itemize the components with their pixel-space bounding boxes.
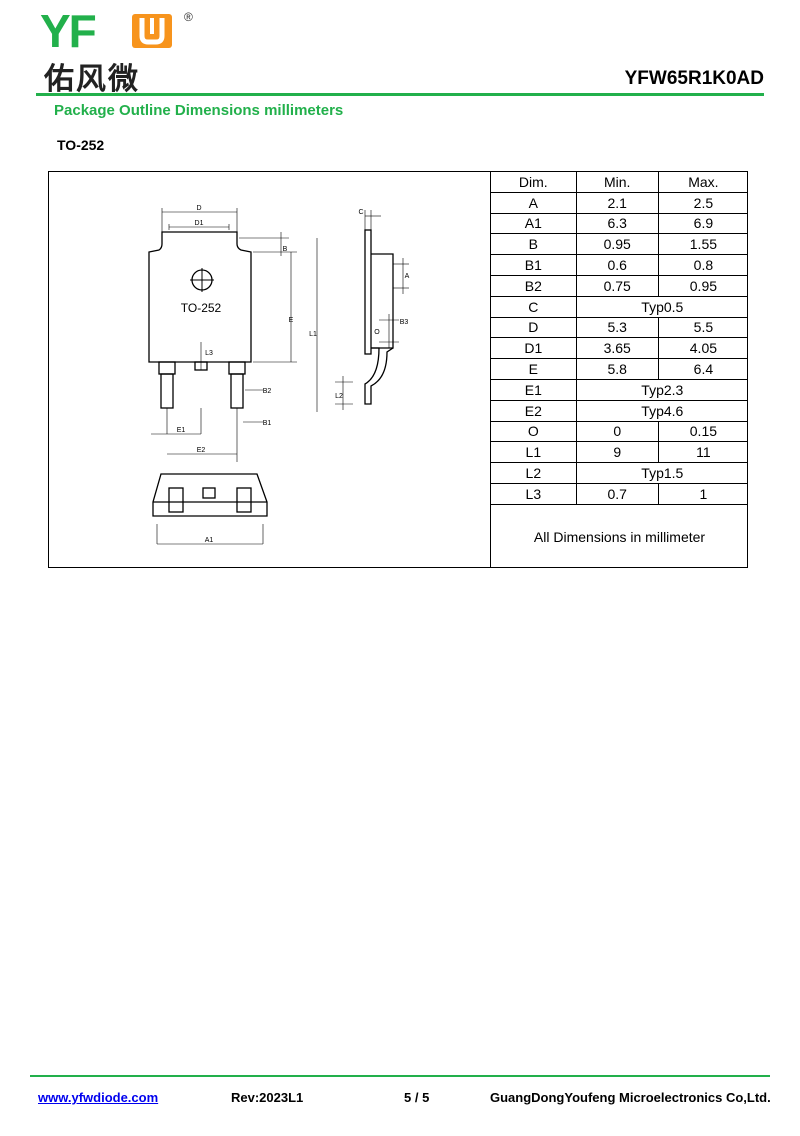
min-cell: 2.1: [575, 191, 659, 214]
header-max: Max.: [657, 172, 748, 193]
label-d1: D1: [195, 220, 204, 227]
section-title: Package Outline Dimensions millimeters: [54, 102, 344, 119]
header-divider: [36, 93, 764, 96]
label-c: C: [358, 209, 363, 216]
label-e1: E1: [177, 427, 186, 434]
min-cell: 9: [575, 441, 659, 464]
max-cell: 0.95: [657, 274, 748, 297]
label-e2: E2: [197, 447, 206, 454]
max-cell: 0.8: [657, 254, 748, 276]
dim-cell: A1: [491, 212, 577, 235]
max-cell: 4.05: [657, 337, 748, 360]
package-outline-frame: D D1 B E TO-252 L3 B2 B1 E1 E2 A1 L1 C A…: [48, 171, 748, 568]
min-cell: 0.6: [575, 254, 659, 276]
min-cell: 3.65: [575, 337, 659, 360]
min-cell: 0: [575, 420, 659, 443]
logo-u-mark: [132, 14, 172, 48]
header-dim: Dim.: [491, 172, 577, 193]
label-b3: B3: [400, 319, 409, 326]
label-b: B: [283, 246, 288, 253]
company-logo: YF ® 佑风微: [40, 5, 193, 97]
part-number: YFW65R1K0AD: [624, 68, 764, 89]
dim-cell: O: [491, 420, 577, 443]
package-drawing: D D1 B E TO-252 L3 B2 B1 E1 E2 A1 L1 C A…: [49, 172, 491, 567]
label-l2: L2: [335, 393, 343, 400]
dimensions-note: All Dimensions in millimeter: [533, 529, 706, 545]
min-cell: 5.8: [575, 358, 659, 380]
max-cell: 0.15: [657, 420, 748, 443]
label-a1: A1: [205, 537, 214, 544]
typ-cell: Typ1.5: [575, 462, 748, 484]
dim-cell: E2: [491, 399, 577, 422]
label-body-mark: TO-252: [181, 301, 222, 315]
label-l1: L1: [309, 331, 317, 338]
label-a: A: [405, 273, 410, 280]
dim-cell: C: [491, 295, 577, 318]
dim-cell: B: [491, 233, 577, 256]
logo-letters: YF: [40, 5, 97, 57]
footer-website: www.yfwdiode.com: [38, 1090, 158, 1105]
max-cell: 11: [657, 441, 748, 464]
dim-cell: D: [491, 316, 577, 339]
min-cell: 0.95: [575, 233, 659, 256]
registered-mark: ®: [184, 10, 193, 24]
typ-cell: Typ2.3: [575, 378, 748, 401]
table-header-row: Dim. Min. Max.: [491, 172, 748, 193]
footer-divider: [30, 1075, 770, 1077]
header-min: Min.: [575, 172, 659, 193]
footer-revision: Rev:2023L1: [231, 1090, 304, 1105]
footer-page-number: 5 / 5: [404, 1090, 430, 1105]
max-cell: 1: [657, 482, 748, 505]
dim-cell: L3: [491, 482, 577, 505]
max-cell: 2.5: [657, 191, 748, 214]
min-cell: 6.3: [575, 212, 659, 235]
footer-company: GuangDongYoufeng Microelectronics Co,Ltd…: [490, 1090, 771, 1105]
dim-cell: B1: [491, 254, 577, 276]
dim-cell: E1: [491, 378, 577, 401]
label-b2: B2: [263, 388, 272, 395]
website-link[interactable]: www.yfwdiode.com: [38, 1090, 159, 1105]
dim-cell: L2: [491, 462, 577, 484]
dim-cell: D1: [491, 337, 577, 360]
logo-chinese-name: 佑风微: [44, 62, 140, 97]
package-name: TO-252: [57, 137, 105, 153]
max-cell: 6.9: [657, 212, 748, 235]
min-cell: 5.3: [575, 316, 659, 339]
dim-cell: A: [491, 191, 577, 214]
label-l3: L3: [205, 350, 213, 357]
max-cell: 6.4: [657, 358, 748, 380]
dim-cell: E: [491, 358, 577, 380]
max-cell: 1.55: [657, 233, 748, 256]
label-o: O: [374, 329, 380, 336]
min-cell: 0.75: [575, 274, 659, 297]
typ-cell: Typ0.5: [575, 295, 748, 318]
min-cell: 0.7: [575, 482, 659, 505]
typ-cell: Typ4.6: [575, 399, 748, 422]
label-d: D: [196, 205, 201, 212]
label-e: E: [289, 317, 294, 324]
label-b1: B1: [263, 420, 272, 427]
dim-cell: B2: [491, 274, 577, 297]
dim-cell: L1: [491, 441, 577, 464]
max-cell: 5.5: [657, 316, 748, 339]
